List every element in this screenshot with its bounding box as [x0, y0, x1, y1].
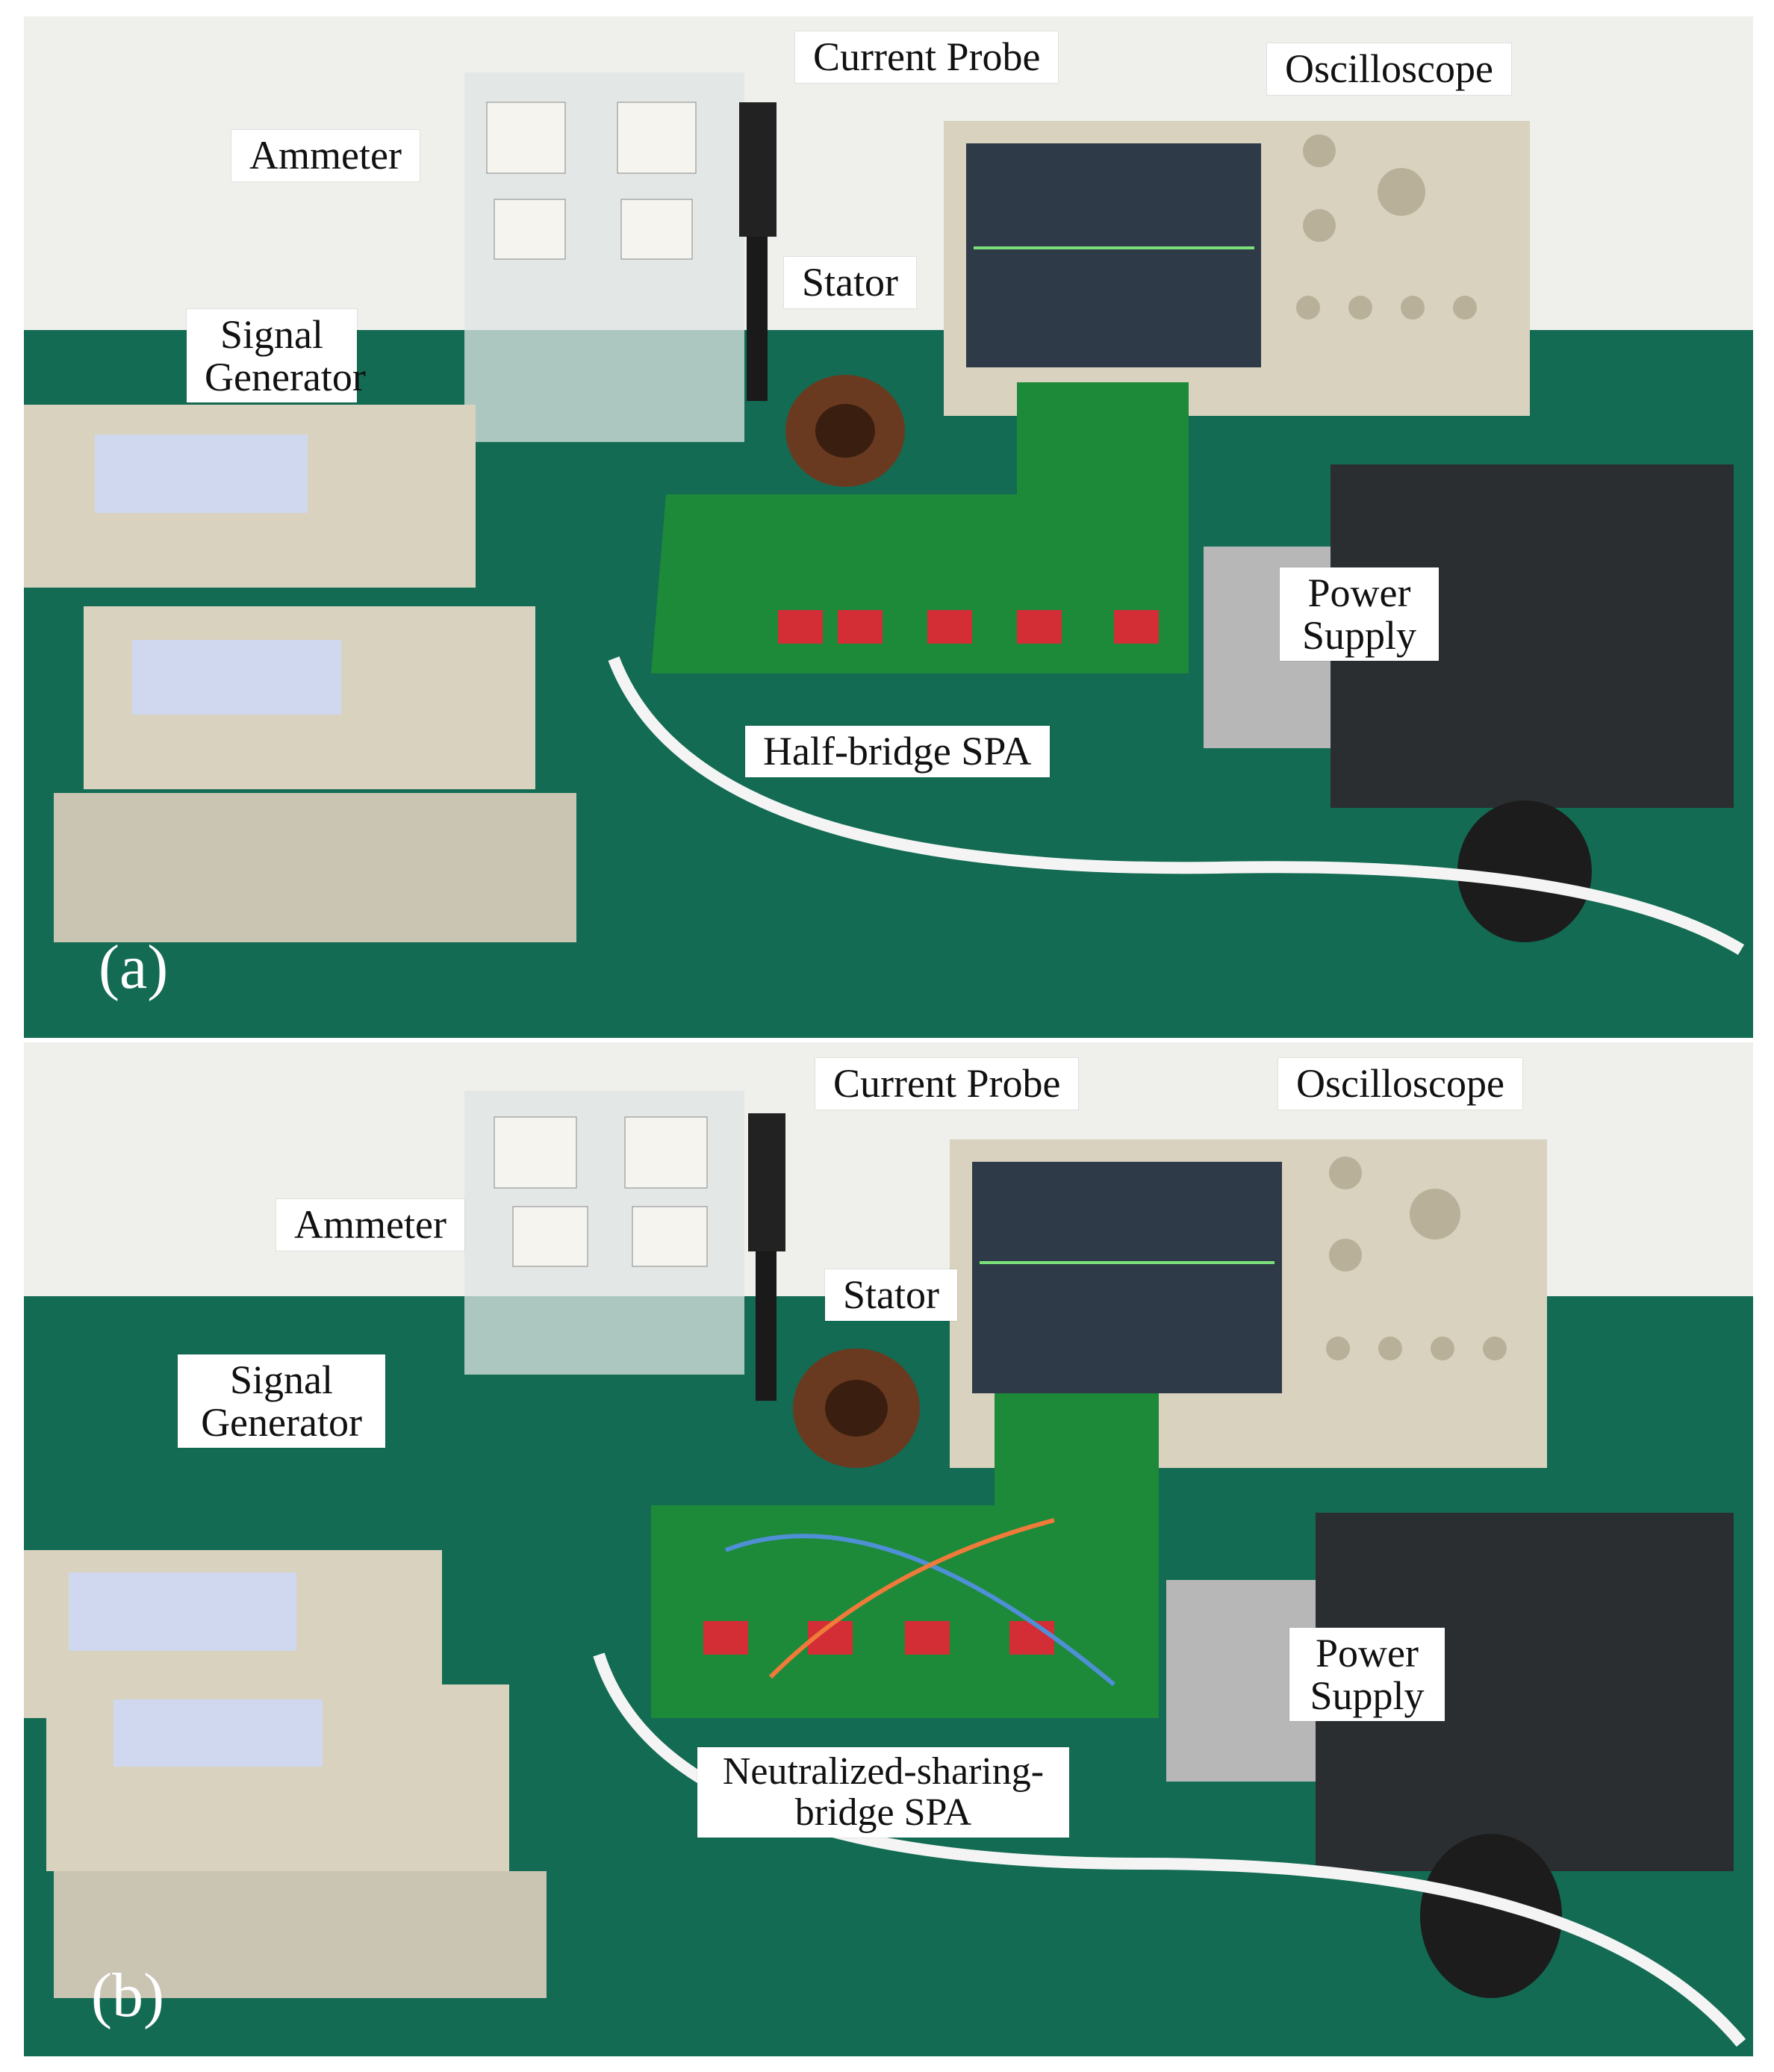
- capacitor: [1420, 1834, 1562, 1998]
- ammeter-dial-icon: [486, 102, 697, 260]
- label-oscilloscope: Oscilloscope: [1278, 1058, 1522, 1110]
- label-stator: Stator: [784, 257, 916, 308]
- current-probe-body: [739, 102, 776, 237]
- panel-a: Ammeter Current Probe Oscilloscope Stato…: [24, 16, 1753, 1038]
- label-spa: Half-bridge SPA: [745, 726, 1050, 777]
- label-oscilloscope: Oscilloscope: [1267, 43, 1511, 95]
- label-current-probe: Current Probe: [795, 31, 1059, 83]
- label-signal-generator: Signal Generator: [178, 1354, 385, 1449]
- label-current-probe: Current Probe: [815, 1058, 1079, 1110]
- label-ammeter: Ammeter: [231, 130, 420, 181]
- capacitor: [1457, 800, 1592, 942]
- label-power-supply: Power Supply: [1289, 1628, 1445, 1722]
- panel-b: Ammeter Current Probe Oscilloscope Stato…: [24, 1042, 1753, 2056]
- panel-letter-b: (b): [91, 1961, 164, 2030]
- label-power-supply: Power Supply: [1280, 567, 1439, 662]
- label-stator: Stator: [825, 1269, 957, 1321]
- label-spa: Neutralized-sharing-bridge SPA: [697, 1747, 1069, 1838]
- label-ammeter: Ammeter: [276, 1199, 464, 1251]
- spa-pcb: [651, 382, 1189, 673]
- ammeter-dial-icon: [494, 1116, 708, 1267]
- oscilloscope-screen-icon: [972, 1162, 1282, 1393]
- oscilloscope-screen-icon: [966, 143, 1261, 367]
- photo-b: [24, 1042, 1753, 2056]
- label-signal-generator: Signal Generator: [187, 309, 366, 403]
- current-probe-body: [748, 1113, 785, 1251]
- panel-letter-a: (a): [99, 933, 169, 1002]
